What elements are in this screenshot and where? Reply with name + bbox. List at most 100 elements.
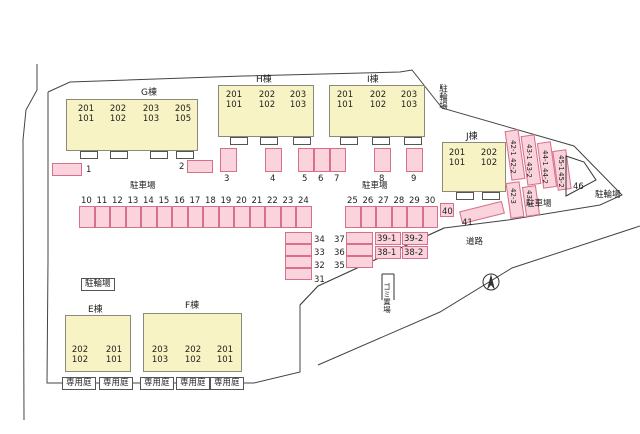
parking-space (79, 206, 95, 228)
parking-space (249, 206, 265, 228)
left-road-edge (22, 64, 38, 421)
parking-number: 4 (270, 174, 276, 184)
building-i-label: I棟 (367, 75, 379, 85)
parking-number: 13 (127, 196, 139, 206)
private-garden: 専用庭 (62, 377, 96, 390)
building-e-label: E棟 (88, 305, 103, 315)
parking-number: 42-1 (509, 140, 517, 156)
bicycle-parking-right: 駐輪場 (595, 190, 621, 200)
road-label: 道路 (466, 237, 484, 247)
parking-number: 1 (86, 165, 92, 175)
parking-number: 7 (334, 174, 340, 184)
north-arrow-icon (482, 273, 500, 291)
entrance-step (230, 137, 248, 145)
parking-number: 28 (393, 196, 405, 206)
parking-number: 19 (220, 196, 232, 206)
parking-space (314, 148, 330, 172)
bicycle-parking-left: 駐輪場 (81, 278, 115, 291)
parking-space (346, 256, 373, 268)
parking-number: 43-2 (525, 162, 533, 178)
parking-space (285, 244, 312, 256)
parking-number: 29 (409, 196, 420, 206)
parking-number: 24 (298, 196, 309, 206)
garbage-label: ゴミ置場 (382, 283, 392, 313)
private-garden: 専用庭 (210, 377, 244, 390)
parking-space (391, 206, 407, 228)
parking-space (285, 268, 312, 280)
parking-number: 32 (314, 261, 325, 271)
building-h-label: H棟 (256, 75, 272, 85)
parking-number: 2 (179, 162, 185, 172)
parking-space (218, 206, 234, 228)
parking-space (94, 206, 110, 228)
building-f (143, 313, 242, 372)
parking-space (110, 206, 126, 228)
parking-number: 46 (573, 182, 584, 192)
parking-number: 44-2 (541, 168, 549, 184)
parking-space (285, 256, 312, 268)
parking-space (125, 206, 141, 228)
parking-number: 45-1 (557, 155, 565, 171)
parking-number: 5 (302, 174, 308, 184)
entrance-step (340, 137, 358, 145)
parking-space (187, 160, 213, 173)
parking-space (406, 148, 423, 172)
parking-number: 27 (378, 196, 389, 206)
parking-number: 39-2 (404, 234, 424, 244)
parking-space (422, 206, 438, 228)
building-f-label: F棟 (185, 301, 200, 311)
parking-number: 42-3 (509, 188, 517, 204)
parking-number: 39-1 (377, 234, 397, 244)
parking-number: 43-1 (525, 144, 533, 160)
private-garden: 専用庭 (99, 377, 133, 390)
parking-space (298, 148, 314, 172)
parking-number: 8 (379, 174, 385, 184)
parking-space (234, 206, 250, 228)
parking-number: 25 (347, 196, 358, 206)
parking-number: 14 (143, 196, 154, 206)
building-g-label: G棟 (141, 88, 157, 98)
building-i (329, 85, 425, 137)
parking-space (407, 206, 423, 228)
parking-space (402, 246, 428, 259)
parking-number: 38-1 (377, 248, 397, 258)
parking-number: 9 (411, 174, 417, 184)
parking-number: 30 (424, 196, 436, 206)
parking-space (346, 244, 373, 256)
entrance-step (80, 151, 98, 159)
parking-number: 23 (282, 196, 294, 206)
parking-space (203, 206, 219, 228)
parking-number: 33 (314, 248, 325, 258)
bicycle-parking-top: 駐輪場 (437, 84, 448, 110)
building-h (218, 85, 314, 137)
parking-number: 10 (81, 196, 92, 206)
parking-space (375, 232, 401, 245)
parking-space (440, 203, 454, 217)
parking-space (374, 148, 391, 172)
parking-space (375, 246, 401, 259)
private-garden: 専用庭 (140, 377, 174, 390)
parking-space (345, 206, 361, 228)
building-e (65, 315, 131, 372)
parking-number: 45-2 (557, 172, 565, 188)
entrance-step (110, 151, 128, 159)
parking-space (346, 232, 373, 244)
parking-number: 6 (318, 174, 324, 184)
parking-number: 44-1 (541, 150, 549, 166)
parking-number: 16 (174, 196, 185, 206)
parking-space (52, 163, 82, 176)
parking-label-far-right: 駐車場 (526, 199, 552, 209)
parking-space (330, 148, 346, 172)
parking-number: 20 (236, 196, 247, 206)
parking-number: 26 (362, 196, 374, 206)
